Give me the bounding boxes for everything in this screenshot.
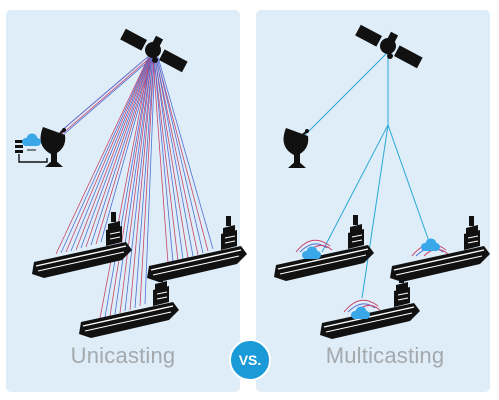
ground-dish-icon bbox=[282, 127, 310, 169]
unicasting-caption: Unicasting bbox=[70, 343, 176, 368]
server-rack-icon bbox=[15, 140, 48, 163]
cloud-icon bbox=[421, 238, 440, 251]
cloud-icon bbox=[22, 133, 41, 146]
multicasting-caption: Multicasting bbox=[325, 343, 445, 368]
cloud-icon bbox=[351, 306, 370, 319]
versus-badge: VS. bbox=[229, 339, 271, 381]
ship-icon bbox=[78, 271, 180, 339]
ship-icon bbox=[389, 215, 491, 283]
ground-dish-icon bbox=[39, 126, 67, 168]
unicast-links bbox=[55, 53, 214, 319]
satellite-icon bbox=[355, 24, 423, 69]
multicast-links bbox=[303, 51, 433, 299]
